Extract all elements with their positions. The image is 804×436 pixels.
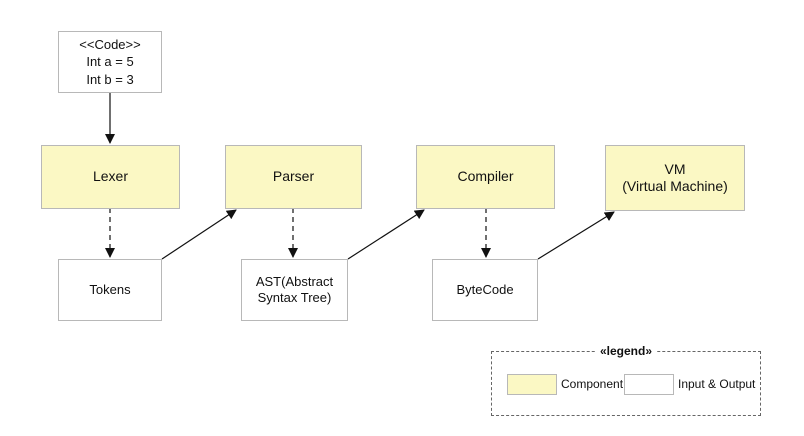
parser-label: Parser xyxy=(272,168,315,185)
parser-component: Parser xyxy=(225,145,362,209)
vm-label: VM xyxy=(664,160,686,177)
vm-sublabel: (Virtual Machine) xyxy=(622,178,728,194)
ast-box: AST(Abstract Syntax Tree) xyxy=(241,259,348,321)
ast-label-line-2: Syntax Tree) xyxy=(257,290,332,305)
vm-component: VM (Virtual Machine) xyxy=(605,145,745,211)
component-swatch xyxy=(507,374,557,395)
lexer-label: Lexer xyxy=(92,168,129,185)
code-title: <<Code>> xyxy=(79,36,141,52)
compiler-label: Compiler xyxy=(457,168,514,185)
tokens-to-parser-arrow xyxy=(161,209,237,260)
legend-box: «legend» Component Input & Output xyxy=(491,344,761,416)
code-line-1: Int a = 5 xyxy=(86,54,134,70)
code-box: <<Code>> Int a = 5 Int b = 3 xyxy=(58,31,162,93)
bytecode-label: ByteCode xyxy=(456,281,514,297)
bytecode-box: ByteCode xyxy=(432,259,538,321)
compiler-component: Compiler xyxy=(416,145,555,209)
code-line-2: Int b = 3 xyxy=(86,71,134,87)
ast-label-line-1: AST(Abstract xyxy=(255,273,334,289)
io-swatch xyxy=(624,374,674,395)
component-legend-label: Component xyxy=(561,377,624,391)
legend-title: «legend» xyxy=(492,344,760,358)
bytecode-to-vm-arrow xyxy=(537,211,615,260)
tokens-box: Tokens xyxy=(58,259,162,321)
io-legend-label: Input & Output xyxy=(678,377,756,391)
lexer-component: Lexer xyxy=(41,145,180,209)
tokens-label: Tokens xyxy=(89,281,131,297)
ast-to-compiler-arrow xyxy=(347,209,425,260)
